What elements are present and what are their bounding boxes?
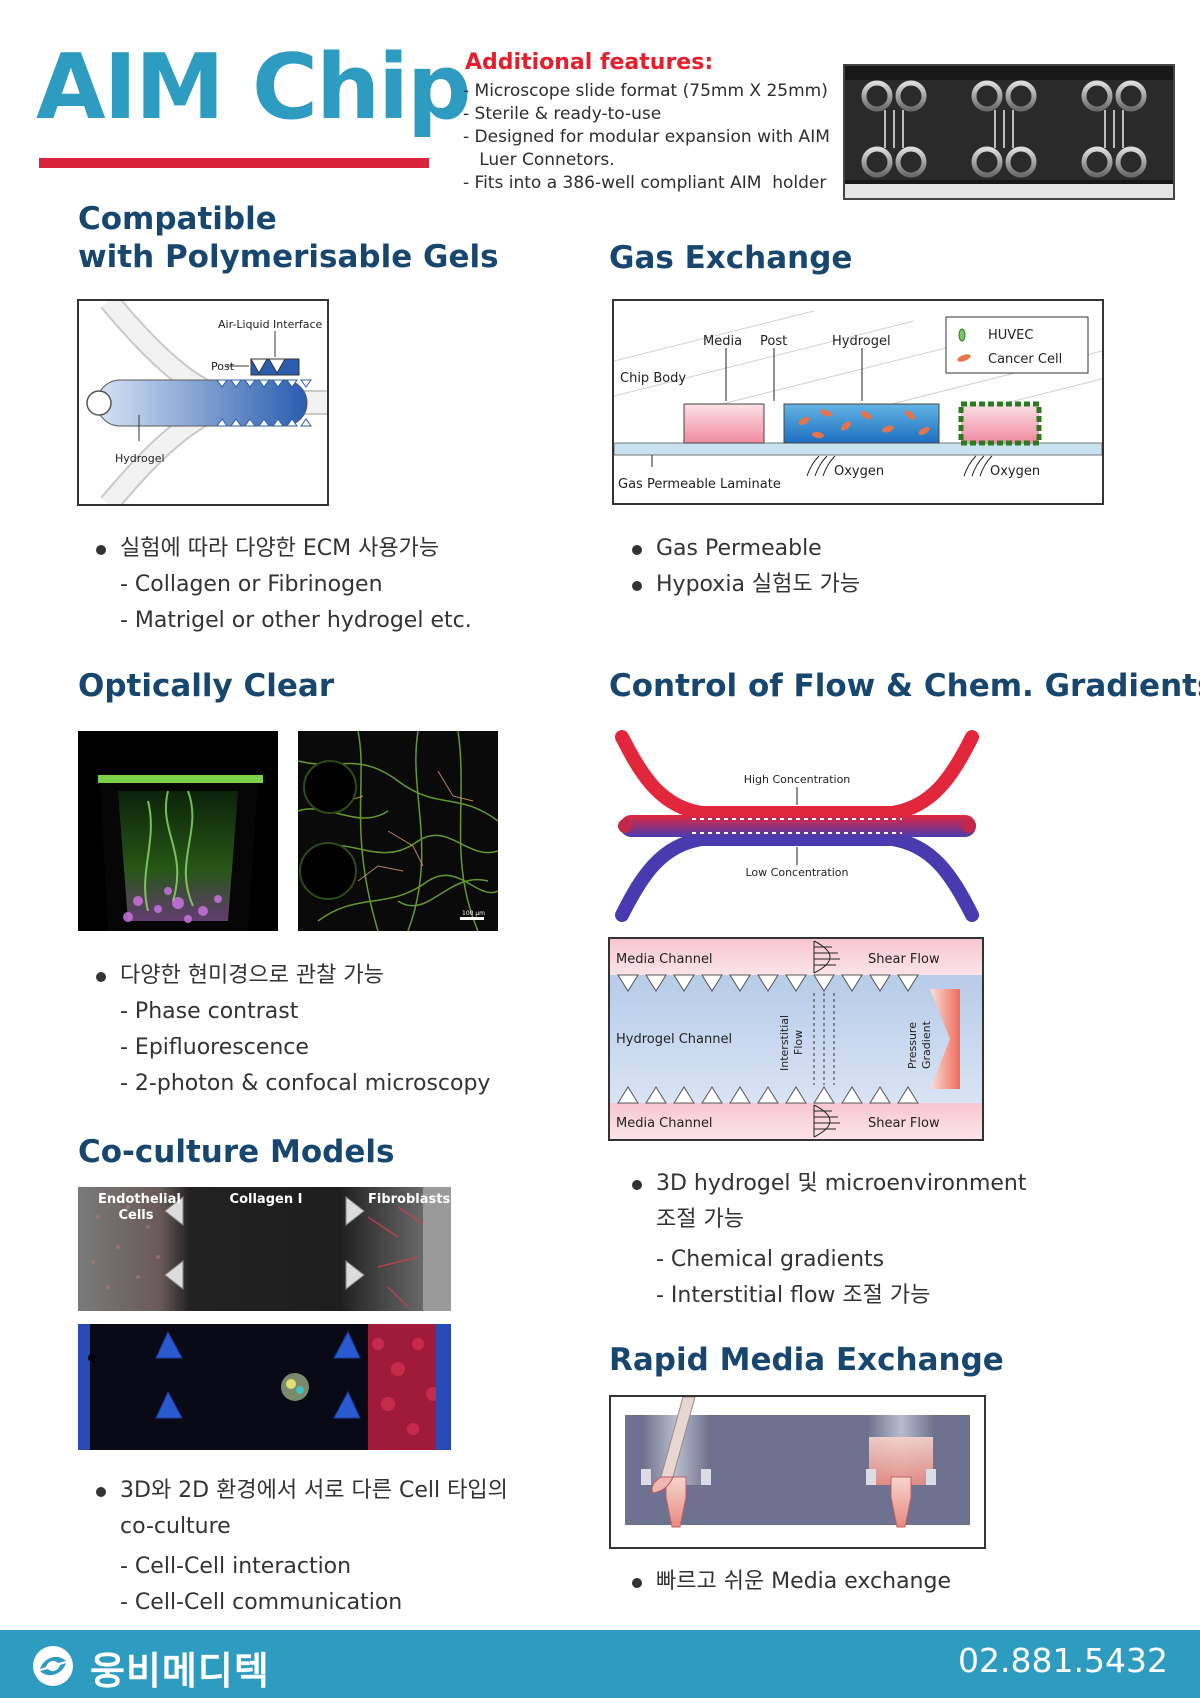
label-laminate: Gas Permeable Laminate <box>618 477 781 492</box>
label-collagen: Collagen I <box>230 1192 303 1207</box>
company-logo-icon <box>32 1645 74 1687</box>
bullet-item: 3D와 2D 환경에서 서로 다른 Cell 타입의 co-culture <box>96 1473 508 1545</box>
label-interstitial-flow: Flow <box>792 1030 805 1055</box>
label-oxygen: Oxygen <box>990 464 1040 479</box>
flow-bullets: 3D hydrogel 및 microenvironment 조절 가능 - C… <box>632 1166 1027 1314</box>
sub-item: - Collagen or Fibrinogen <box>120 572 383 597</box>
bullet-line: co-culture <box>120 1514 231 1539</box>
sub-item: - Cell-Cell communication <box>120 1590 403 1615</box>
scale-bar-label: 100 μm <box>462 910 485 917</box>
coculture-bullets: 3D와 2D 환경에서 서로 다른 Cell 타입의 co-culture - … <box>96 1473 508 1621</box>
sub-item: - Interstitial flow 조절 가능 <box>656 1283 931 1308</box>
section-title-optical: Optically Clear <box>78 668 335 704</box>
coculture-fluorescence-image <box>78 1324 451 1450</box>
label-post: Post <box>211 360 235 373</box>
flow-channel-figure: Media Channel Shear Flow Hydrogel Channe… <box>608 937 984 1141</box>
label-pressure: Pressure <box>906 1022 919 1069</box>
bullet-item: 빠르고 쉬운 Media exchange <box>632 1564 951 1600</box>
title-underline <box>39 158 429 168</box>
sub-item: - Matrigel or other hydrogel etc. <box>120 608 472 633</box>
rapid-bullets: 빠르고 쉬운 Media exchange <box>632 1564 951 1600</box>
gradient-channel-figure: High Concentration Low Concentration <box>612 727 982 925</box>
section-title-gas: Gas Exchange <box>609 240 853 276</box>
label-shear-flow-bottom: Shear Flow <box>868 1116 940 1131</box>
label-media: Media <box>703 334 742 349</box>
label-endothelial: Endothelial <box>98 1192 181 1207</box>
bullet-dot <box>96 1487 106 1497</box>
bullet-line: 3D hydrogel 및 microenvironment <box>656 1171 1027 1196</box>
section-title-compatible: Compatible with Polymerisable Gels <box>78 200 499 276</box>
label-media-channel-top: Media Channel <box>616 952 713 967</box>
title-line: Compatible <box>78 201 277 237</box>
title-line: with Polymerisable Gels <box>78 239 499 275</box>
company-name: 웅비메디텍 <box>90 1649 270 1693</box>
sub-item: - Epifluorescence <box>120 1035 309 1060</box>
sub-item: - Phase contrast <box>120 999 299 1024</box>
gas-exchange-figure: HUVEC Cancer Cell Media Post Hydrogel Ch… <box>612 299 1104 505</box>
compatible-bullets: 실험에 따라 다양한 ECM 사용가능 - Collagen or Fibrin… <box>96 531 472 639</box>
sub-item: - Cell-Cell interaction <box>120 1554 352 1579</box>
label-hydrogel: Hydrogel <box>832 334 891 349</box>
legend-cancer: Cancer Cell <box>988 352 1062 367</box>
label-hydrogel-channel: Hydrogel Channel <box>616 1032 732 1047</box>
gas-bullets: Gas Permeable Hypoxia 실험도 가능 <box>632 531 860 603</box>
label-high-concentration: High Concentration <box>744 773 851 786</box>
label-cells: Cells <box>118 1208 153 1223</box>
bullet-item: 실험에 따라 다양한 ECM 사용가능 <box>96 531 472 567</box>
feature-item: - Designed for modular expansion with AI… <box>463 127 830 147</box>
label-air-liquid: Air-Liquid Interface <box>218 318 323 331</box>
features-title: Additional features: <box>465 50 714 75</box>
feature-item: Luer Connetors. <box>463 150 615 170</box>
phone-number: 02.881.5432 <box>958 1641 1168 1680</box>
bullet-item: Gas Permeable <box>632 531 860 567</box>
chip-photo <box>843 64 1175 200</box>
bullet-item: 다양한 현미경으로 관찰 가능 <box>96 958 490 994</box>
features-list: - Microscope slide format (75mm X 25mm) … <box>463 80 830 195</box>
confocal-image-network: 100 μm <box>298 731 498 931</box>
bullet-line: 조절 가능 <box>656 1207 744 1232</box>
label-shear-flow-top: Shear Flow <box>868 952 940 967</box>
bullet-item: 3D hydrogel 및 microenvironment 조절 가능 <box>632 1166 1027 1238</box>
sub-item: - 2-photon & confocal microscopy <box>120 1071 491 1096</box>
bullet-item: Hypoxia 실험도 가능 <box>632 567 860 603</box>
feature-item: - Fits into a 386-well compliant AIM hol… <box>463 173 827 193</box>
label-hydrogel: Hydrogel <box>115 452 165 465</box>
label-chip-body: Chip Body <box>620 371 686 386</box>
label-media-channel-bottom: Media Channel <box>616 1116 713 1131</box>
coculture-brightfield-image: Endothelial Cells Collagen I Fibroblasts <box>78 1187 451 1311</box>
bullet-dot <box>632 1180 642 1190</box>
media-exchange-figure <box>609 1395 986 1549</box>
label-low-concentration: Low Concentration <box>746 866 849 879</box>
feature-item: - Sterile & ready-to-use <box>463 104 662 124</box>
section-title-coculture: Co-culture Models <box>78 1134 395 1170</box>
section-title-flow: Control of Flow & Chem. Gradients <box>609 668 1200 704</box>
sub-item: - Chemical gradients <box>656 1247 885 1272</box>
page-title: AIM Chip <box>36 35 471 140</box>
footer-bar <box>0 1630 1200 1698</box>
bullet-line: 3D와 2D 환경에서 서로 다른 Cell 타입의 <box>120 1478 508 1503</box>
label-post: Post <box>760 334 787 349</box>
feature-item: - Microscope slide format (75mm X 25mm) <box>463 81 828 101</box>
label-interstitial: Interstitial <box>778 1015 791 1071</box>
hydrogel-channel-figure: Air-Liquid Interface Post Hydrogel <box>77 299 329 506</box>
label-oxygen: Oxygen <box>834 464 884 479</box>
confocal-image-3d <box>78 731 278 931</box>
legend-huvec: HUVEC <box>988 328 1033 343</box>
optical-bullets: 다양한 현미경으로 관찰 가능 - Phase contrast - Epifl… <box>96 958 490 1102</box>
label-fibroblasts: Fibroblasts <box>368 1192 450 1207</box>
section-title-rapid: Rapid Media Exchange <box>609 1342 1004 1378</box>
label-pressure-gradient: Gradient <box>920 1020 933 1069</box>
